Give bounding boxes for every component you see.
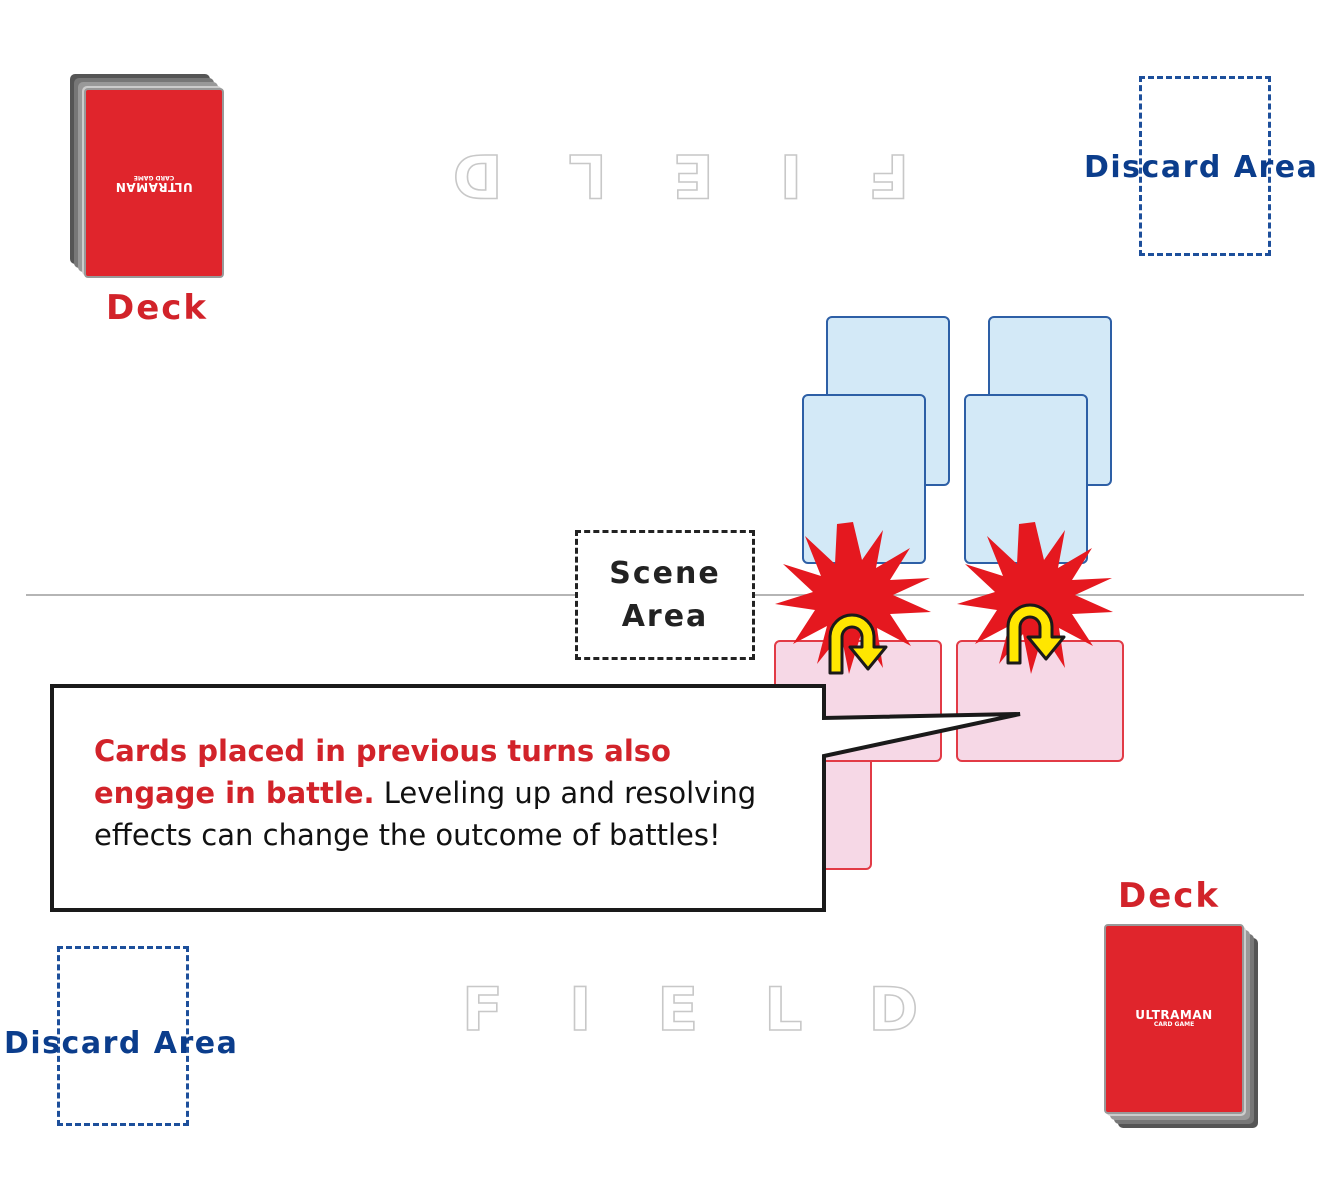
callout-bubble: [50, 684, 1021, 912]
player-discard-zone[interactable]: [57, 946, 189, 1126]
opponent-discard-label: Discard Area: [1084, 150, 1319, 185]
deck-logo-sub: CARD GAME: [1153, 1021, 1195, 1028]
player-deck-label: Deck: [1118, 876, 1221, 916]
deck-card-back: ULTRAMAN CARD GAME: [1104, 924, 1244, 1114]
callout-body: Leveling up and resolving effects can ch…: [94, 776, 757, 852]
opponent-deck[interactable]: ULTRAMAN CARD GAME: [70, 74, 226, 280]
callout-highlight: Cards placed in previous turns also enga…: [94, 734, 671, 810]
scene-area-label: Scene Area: [609, 552, 720, 638]
deck-logo: ULTRAMAN: [115, 180, 193, 194]
opponent-deck-label: Deck: [106, 288, 209, 328]
scene-area-zone[interactable]: Scene Area: [575, 530, 755, 660]
opponent-discard-zone[interactable]: [1139, 76, 1271, 256]
deck-card-back: ULTRAMAN CARD GAME: [84, 88, 224, 278]
opponent-field-label: FIELD: [386, 139, 910, 211]
scene-area-label-line1: Scene: [609, 556, 721, 591]
red-burst-icon: [957, 522, 1113, 674]
player-deck[interactable]: ULTRAMAN CARD GAME: [1104, 924, 1260, 1130]
deck-logo-sub: CARD GAME: [133, 174, 175, 181]
player-discard-label: Discard Area: [4, 1026, 239, 1061]
player-field-label: FIELD: [461, 974, 985, 1046]
clash-overlay: [775, 522, 1113, 675]
callout-text: Cards placed in previous turns also enga…: [94, 730, 774, 856]
scene-area-label-line2: Area: [621, 599, 709, 634]
deck-logo: ULTRAMAN: [1135, 1008, 1213, 1022]
